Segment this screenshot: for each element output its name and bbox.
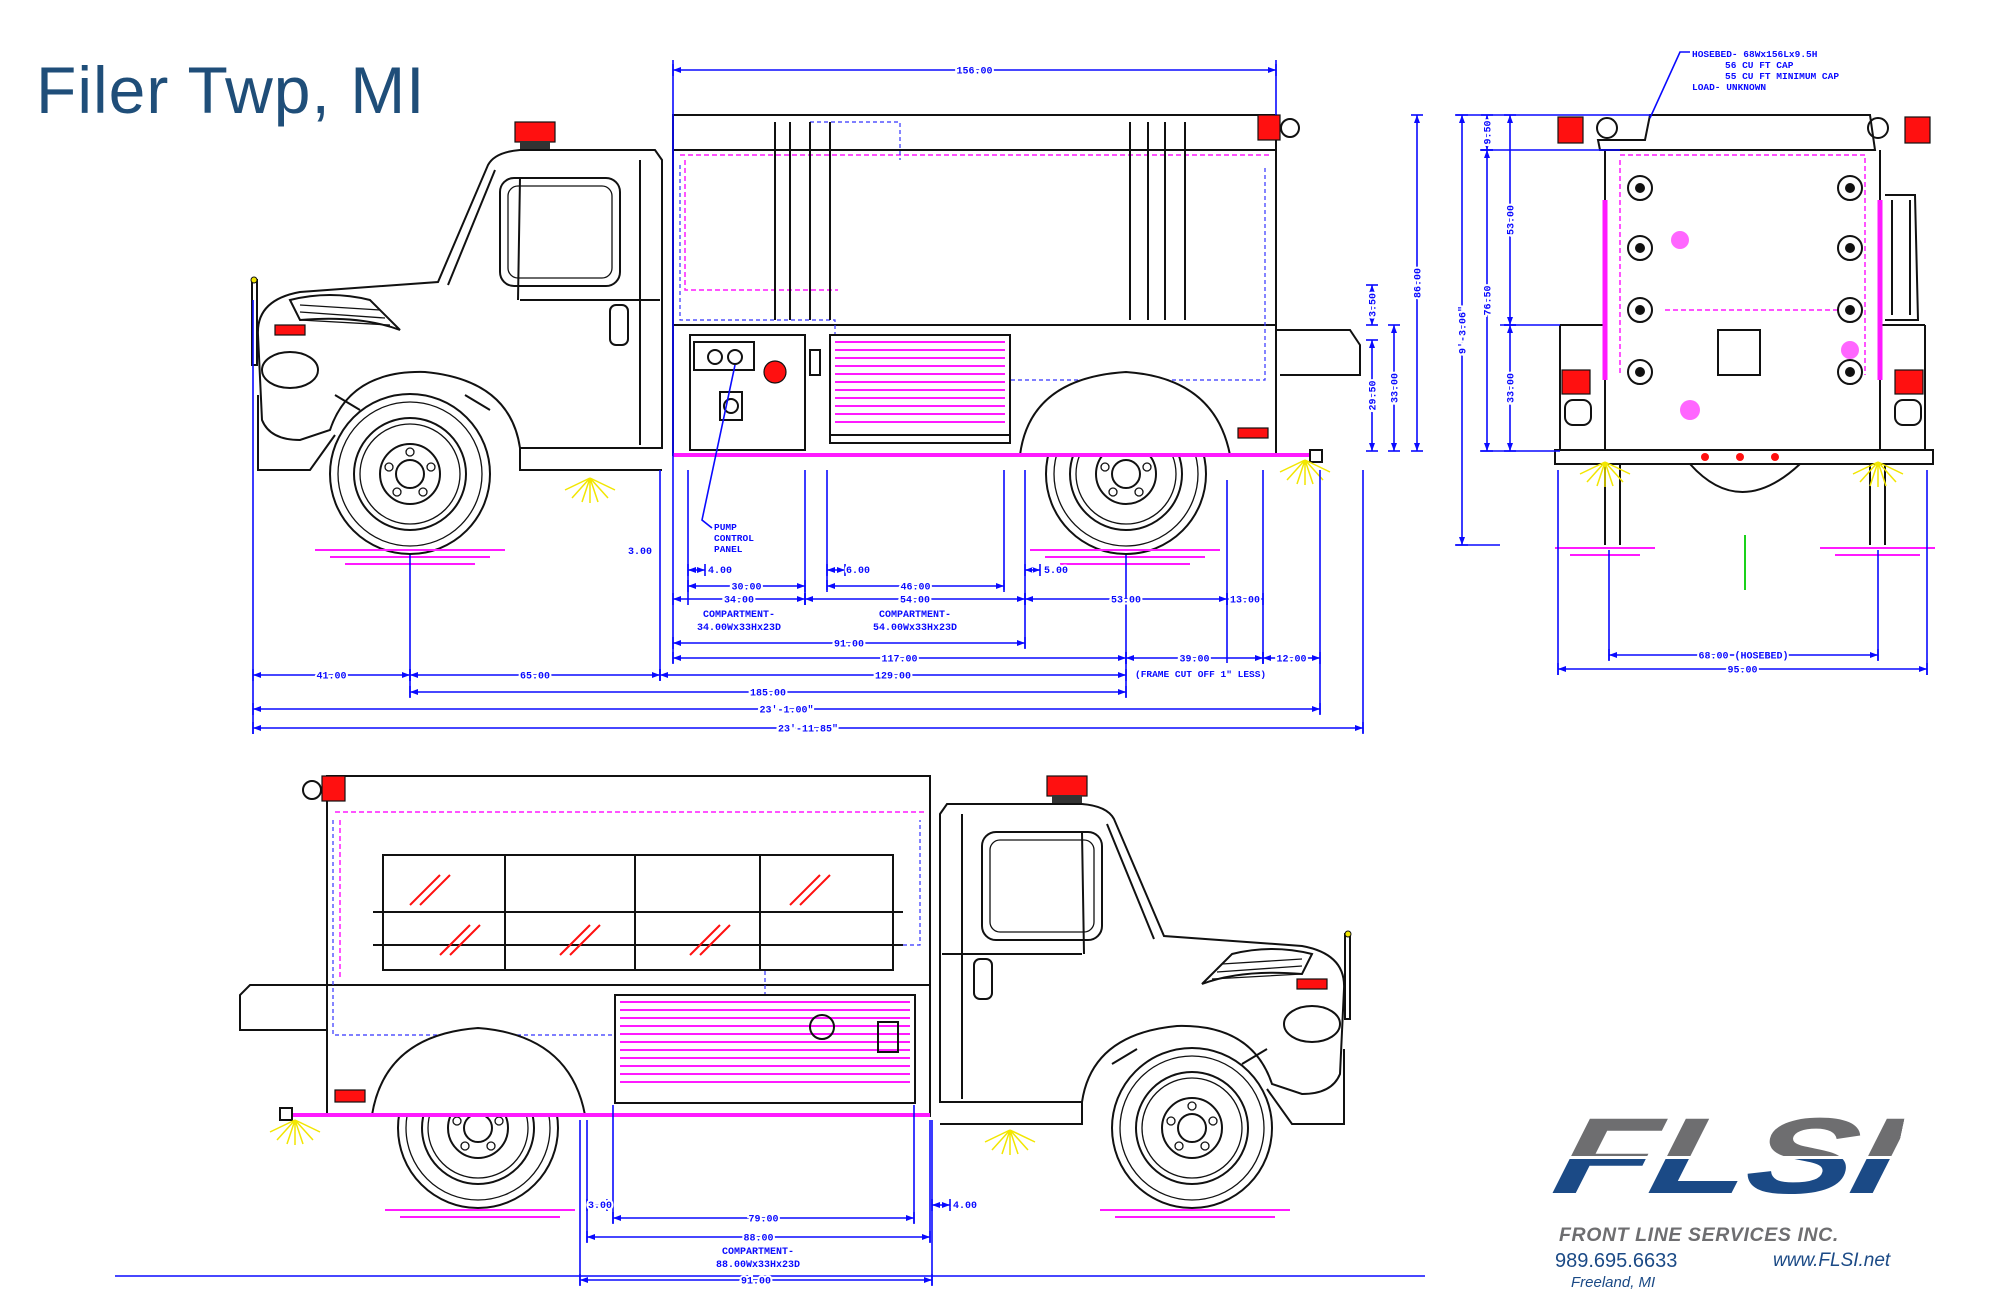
dimension-label: 88.00 (743, 1234, 773, 1245)
dimension-label: 33.00 (1507, 373, 1518, 403)
dimension-label: 4.00 (953, 1201, 977, 1212)
company-name: FRONT LINE SERVICES INC. (1559, 1224, 1839, 1246)
front-wheel (329, 393, 491, 555)
dimension-label: 6.00 (846, 566, 870, 577)
dimension-label: COMPARTMENT- (879, 610, 951, 621)
dimension-label: 23'-1.00" (759, 705, 813, 717)
dimension-label: COMPARTMENT- (703, 610, 775, 621)
front-wheel (1111, 1047, 1273, 1209)
hosebed-note: HOSEBED- 68Wx156Lx9.5H (1692, 49, 1818, 60)
dimension-label: 23'-11.85" (778, 724, 838, 736)
dimension-label: 9.50 (1484, 120, 1495, 144)
pump-panel-label: PANEL (714, 544, 743, 555)
dimension-label: 54.00Wx33Hx23D (873, 623, 957, 634)
dimension-label: 29.50 (1369, 380, 1380, 410)
company-website[interactable]: www.FLSI.net (1773, 1250, 1891, 1271)
dimension-label: 129.00 (875, 672, 911, 683)
dimension-label: 91.00 (834, 640, 864, 651)
dimension-label: 79.00 (748, 1215, 778, 1226)
dimension-label: 12.00 (1276, 655, 1306, 666)
discharge-valves (1627, 175, 1863, 385)
dimension-arrow (827, 567, 845, 573)
scene-light-rays (1279, 459, 1331, 486)
pump-panel-label: PUMP (714, 522, 737, 533)
dimension-lines: 156.00 4.00 6.00 5.00 3.00 30.00 46.00 34.00COM… (115, 60, 1928, 1290)
hosebed-note: 56 CU FT CAP (1725, 60, 1794, 71)
dimension-arrow (1369, 285, 1375, 325)
dimension-label: 34.00 (724, 596, 754, 607)
dimension-label: 68.00 (HOSEBED) (1698, 651, 1788, 663)
dimension-label: 34.00Wx33Hx23D (697, 623, 781, 634)
dimension-arrow (1227, 596, 1263, 602)
dimension-label: 4.00 (708, 566, 732, 577)
dimension-label: 9'-3.06" (1458, 306, 1470, 354)
scene-light-rays (1579, 461, 1631, 488)
dimension-label: 41.00 (316, 672, 346, 683)
logo-mark: FLSI (1544, 1095, 1910, 1216)
pump-control-panel (689, 334, 806, 451)
scene-light-rays (269, 1119, 321, 1146)
dimension-arrow (587, 1202, 607, 1208)
dimension-label: 91.00 (741, 1277, 771, 1288)
dimension-arrow (1484, 115, 1490, 150)
dimension-label: 88.00Wx33Hx23D (716, 1260, 800, 1271)
dimension-label: 65.00 (520, 672, 550, 683)
dimension-arrow (1025, 567, 1040, 573)
scene-light-rays (564, 477, 616, 504)
pump-panel-label: CONTROL (714, 533, 754, 544)
dimension-label: 53.00 (1111, 596, 1141, 607)
dimension-label: 185.00 (750, 689, 786, 700)
ladder-rack (774, 122, 1186, 320)
dimension-arrow (932, 1202, 950, 1208)
dimension-label: 3.00 (588, 1201, 612, 1212)
dimension-label: 54.00 (900, 596, 930, 607)
page-title: Filer Twp, MI (36, 53, 426, 127)
company-logo: FLSI FRONT LINE SERVICES INC. 989.695.66… (1545, 1095, 1935, 1290)
rear-view-drawing: HOSEBED- 68Wx156Lx9.5H 56 CU FT CAP 55 C… (1554, 49, 1935, 590)
dimension-label: 46.00 (900, 583, 930, 594)
dimension-arrow (688, 567, 705, 573)
dimension-label: 86.00 (1414, 268, 1425, 298)
company-phone: 989.695.6633 (1555, 1250, 1678, 1272)
hosebed-note: LOAD- UNKNOWN (1692, 82, 1766, 93)
dimension-label: 13.00 (1230, 596, 1260, 607)
side-view-drawing: PUMP CONTROL PANEL (250, 114, 1361, 565)
dimension-label: COMPARTMENT- (722, 1247, 794, 1258)
side-windows (373, 854, 903, 971)
scene-light-rays (1852, 461, 1904, 488)
dimension-label: 95.00 (1727, 666, 1757, 677)
company-location: Freeland, MI (1571, 1274, 1656, 1291)
dimension-label: 53.00 (1507, 205, 1518, 235)
dimension-label: 156.00 (956, 67, 992, 78)
officer-side-view-drawing (239, 775, 1352, 1218)
dimension-label: 76.50 (1484, 285, 1495, 315)
dimension-label: 3.50 (1369, 293, 1380, 317)
dimension-label: 5.00 (1044, 566, 1068, 577)
frame-note: (FRAME CUT OFF 1" LESS) (1135, 669, 1266, 680)
dimension-label: 39.00 (1179, 655, 1209, 666)
dimension-label: 117.00 (881, 655, 917, 666)
dimension-label: 3.00 (628, 547, 652, 558)
scene-light-rays (984, 1129, 1036, 1156)
dimension-label: 30.00 (731, 583, 761, 594)
hosebed-note: 55 CU FT MINIMUM CAP (1725, 71, 1839, 82)
dimension-label: 33.00 (1391, 373, 1402, 403)
